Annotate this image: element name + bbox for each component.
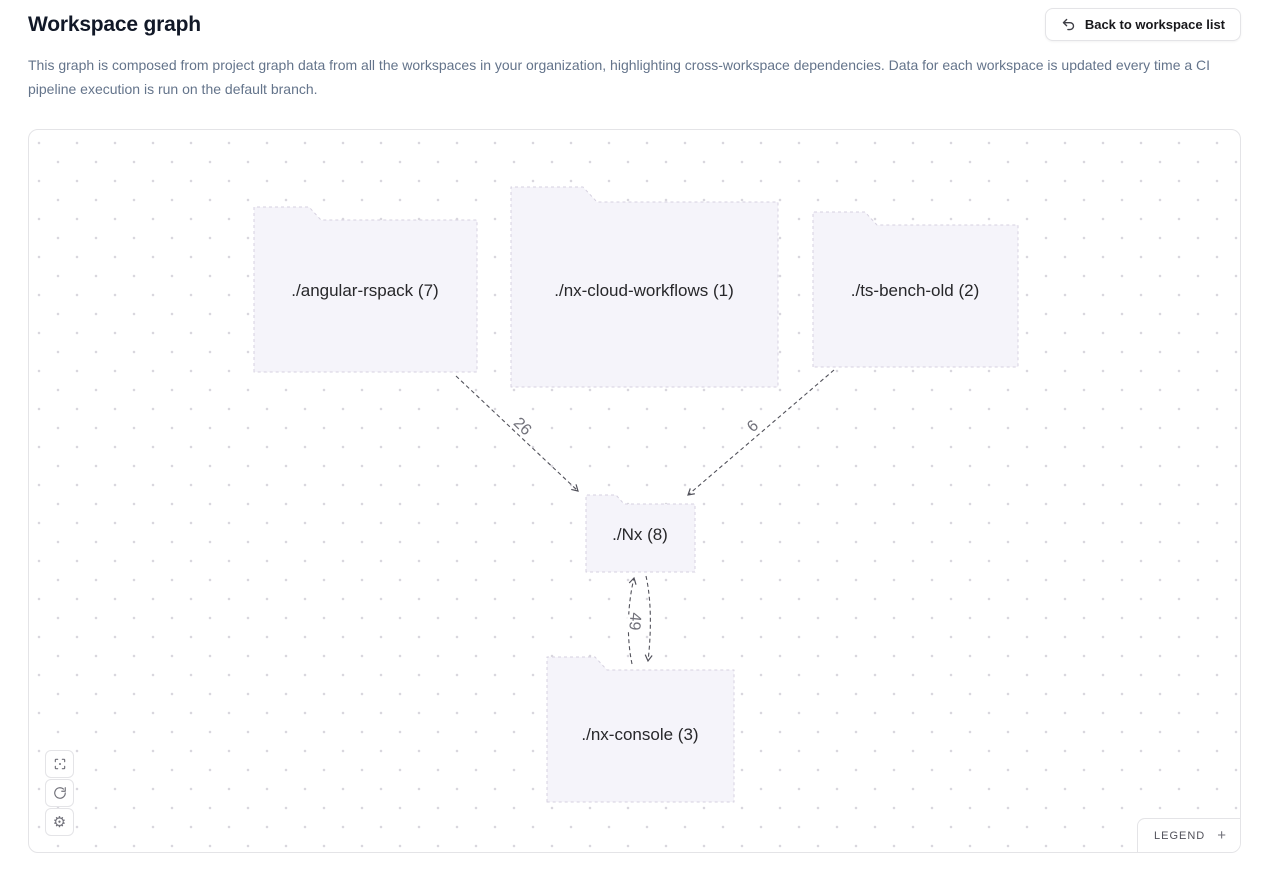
edge-ts-bench-old-to-nx	[688, 369, 835, 495]
node-ts-bench-old[interactable]: ./ts-bench-old (2)	[812, 211, 1019, 368]
node-label: ./Nx (8)	[612, 525, 668, 544]
node-label: ./angular-rspack (7)	[291, 281, 438, 300]
folder-shape	[253, 206, 478, 373]
graph-svg: 26 6 49 ./angular-rspack (7) ./nx-cloud-…	[253, 186, 1019, 803]
edge-count-label: 26	[510, 414, 535, 439]
folder-shape	[510, 186, 779, 388]
node-nx-console[interactable]: ./nx-console (3)	[546, 656, 735, 803]
plus-icon: +	[1217, 827, 1226, 844]
page-header: Workspace graph Back to workspace list	[28, 0, 1241, 41]
folder-shape	[546, 656, 735, 803]
refresh-icon	[53, 786, 67, 800]
folder-shape	[812, 211, 1019, 368]
edge-count-label: 6	[744, 417, 762, 436]
node-label: ./nx-cloud-workflows (1)	[554, 281, 734, 300]
refresh-button[interactable]	[45, 779, 74, 807]
workspace-graph-page: Workspace graph Back to workspace list T…	[28, 0, 1241, 853]
back-button-label: Back to workspace list	[1084, 17, 1225, 32]
node-angular-rspack[interactable]: ./angular-rspack (7)	[253, 206, 478, 373]
fit-view-button[interactable]	[45, 750, 74, 778]
edge-count-label: 49	[625, 612, 643, 631]
back-to-workspace-list-button[interactable]: Back to workspace list	[1044, 8, 1241, 41]
node-label: ./ts-bench-old (2)	[851, 281, 980, 300]
canvas-toolbar: ⚙	[45, 750, 74, 836]
page-title: Workspace graph	[28, 12, 201, 36]
node-nx-cloud-workflows[interactable]: ./nx-cloud-workflows (1)	[510, 186, 779, 388]
page-description: This graph is composed from project grap…	[28, 57, 1211, 97]
graph-canvas[interactable]: 26 6 49 ./angular-rspack (7) ./nx-cloud-…	[28, 129, 1241, 853]
node-label: ./nx-console (3)	[581, 725, 698, 744]
folder-shape	[585, 494, 696, 573]
settings-button[interactable]: ⚙	[45, 808, 74, 836]
edge-nx-to-nx-console	[646, 575, 650, 661]
gear-icon: ⚙	[52, 812, 67, 831]
edge-nx-console-to-nx	[627, 578, 634, 665]
back-arrow-icon	[1061, 17, 1076, 32]
node-nx[interactable]: ./Nx (8)	[585, 494, 696, 573]
legend-toggle-button[interactable]: LEGEND +	[1136, 818, 1240, 852]
focus-icon	[53, 757, 67, 771]
legend-label: LEGEND	[1153, 829, 1206, 842]
